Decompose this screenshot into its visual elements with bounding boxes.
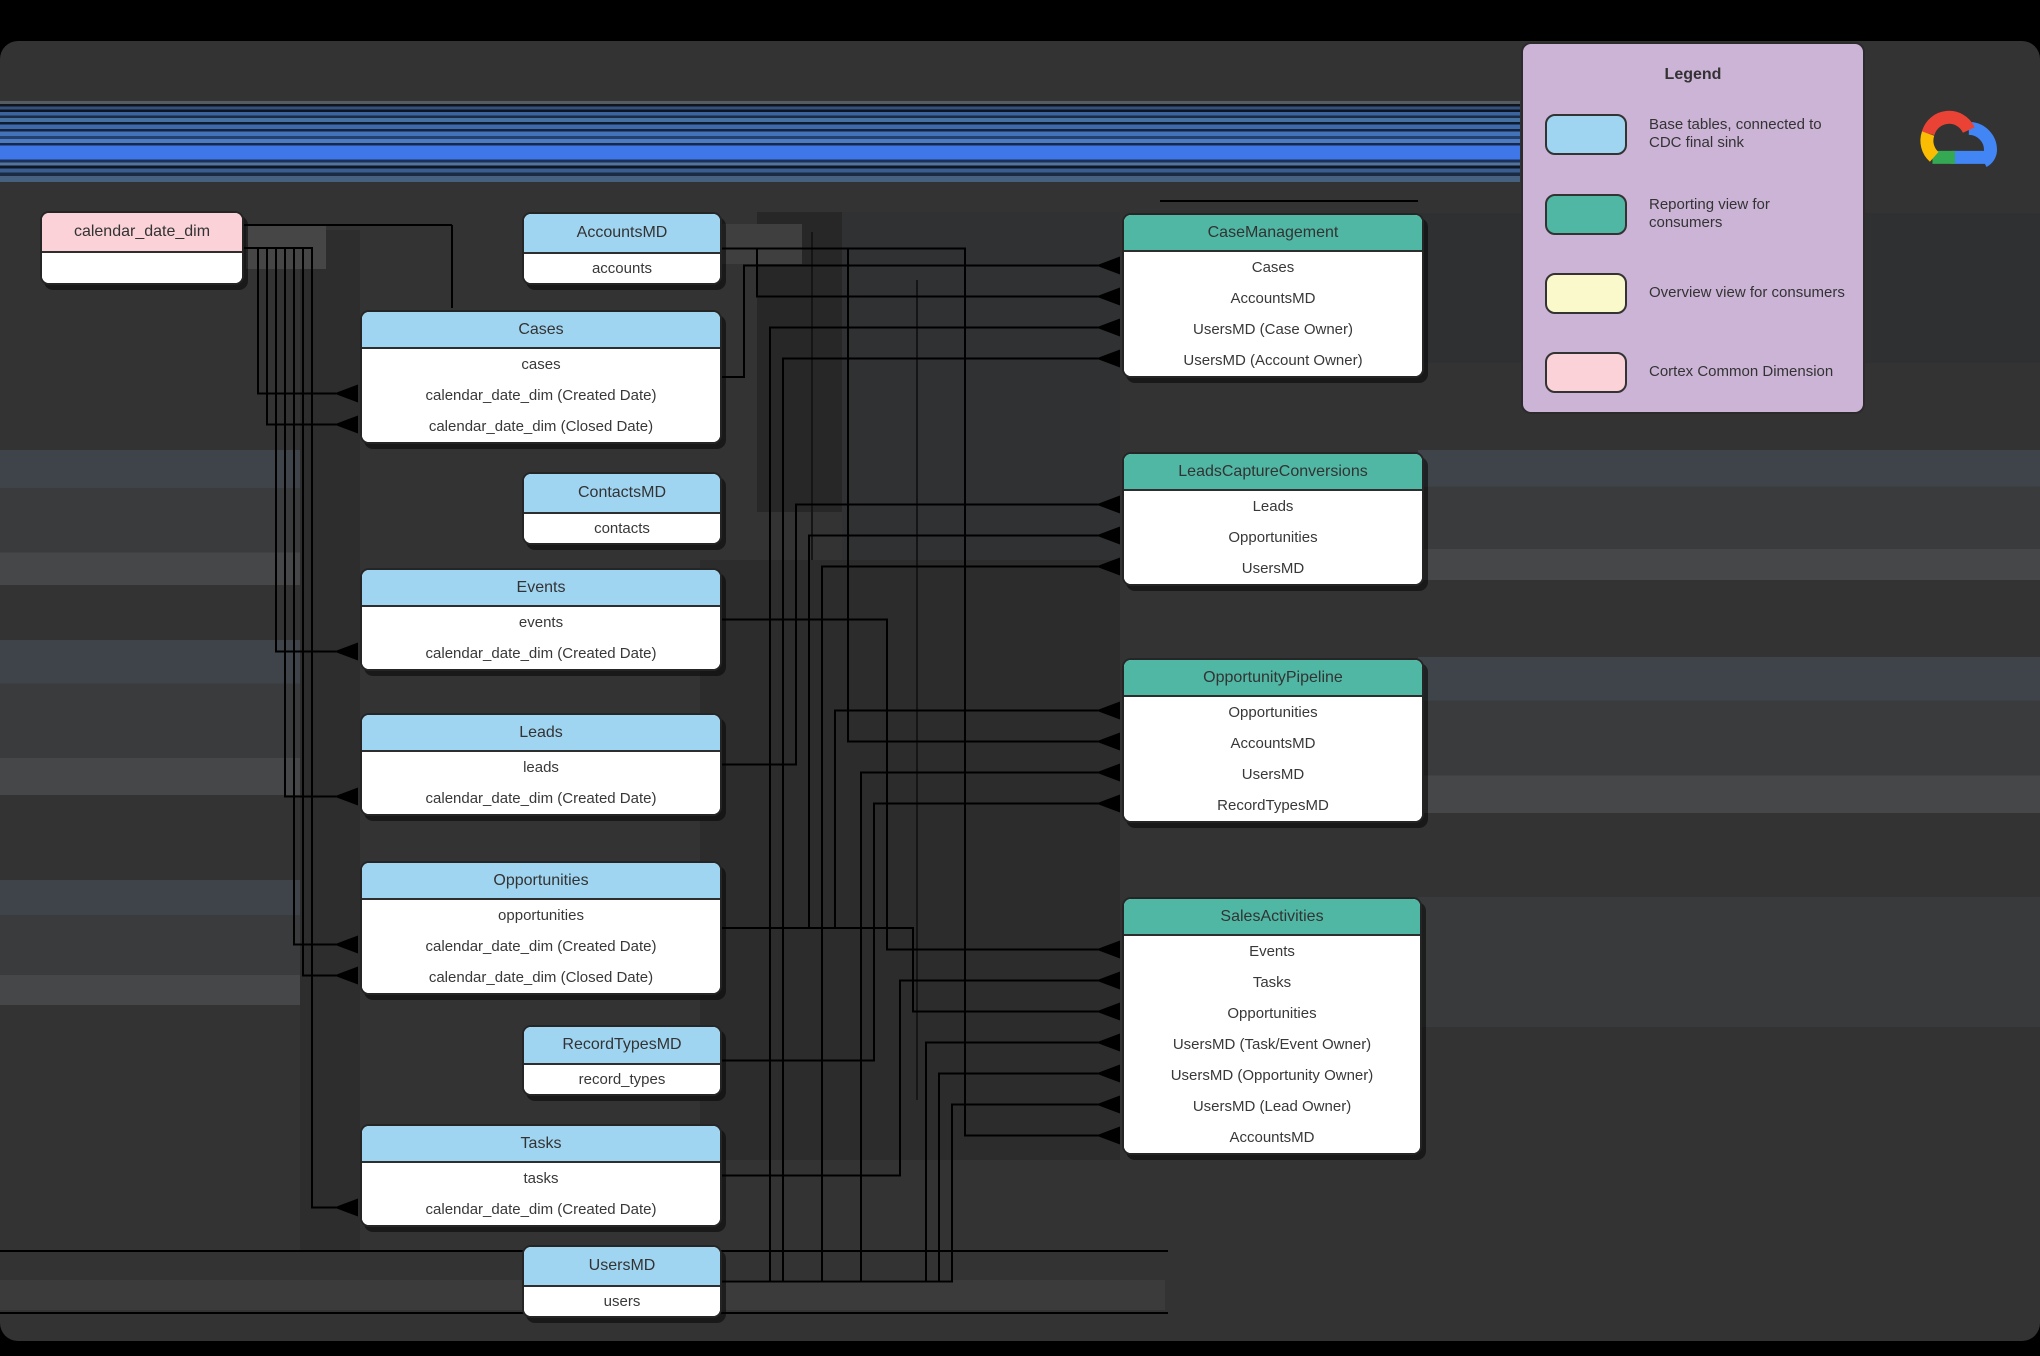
table-row [42,253,242,283]
table-users-md: UsersMD users [522,1245,722,1318]
table-header: CaseManagement [1124,215,1422,252]
table-cases: Cases cases calendar_date_dim (Created D… [360,310,722,444]
table-row: Tasks [1252,974,1292,991]
shade-block [722,224,802,264]
table-header: LeadsCaptureConversions [1124,454,1422,491]
banner-divider [0,101,1520,104]
table-row: UsersMD (Lead Owner) [1192,1098,1352,1115]
table-accounts-md: AccountsMD accounts [522,212,722,285]
table-row: UsersMD [1241,766,1305,783]
table-row: tasks [523,1170,559,1187]
table-row: calendar_date_dim (Created Date) [425,387,657,404]
table-header: calendar_date_dim [42,213,242,253]
table-events: Events events calendar_date_dim (Created… [360,568,722,671]
table-case-management: CaseManagement Cases AccountsMD UsersMD … [1122,213,1424,378]
table-row: record_types [578,1071,666,1088]
table-row: calendar_date_dim (Created Date) [425,645,657,662]
table-row: cases [521,356,561,373]
table-opportunities: Opportunities opportunities calendar_dat… [360,861,722,995]
legend-label: Base tables, connected to CDC final sink [1649,115,1822,151]
table-calendar-date-dim: calendar_date_dim [40,211,244,285]
table-row: calendar_date_dim (Created Date) [425,790,657,807]
table-contacts-md: ContactsMD contacts [522,472,722,545]
table-header: Cases [362,312,720,349]
table-row: contacts [594,520,650,537]
table-record-types-md: RecordTypesMD record_types [522,1025,722,1096]
table-row: Leads [1252,498,1294,515]
legend-item: Base tables, connected to CDC final sink [1545,106,1845,162]
table-row: AccountsMD [1230,735,1316,752]
table-header: Leads [362,715,720,752]
table-row: events [518,614,564,631]
legend-panel: Legend Base tables, connected to CDC fin… [1521,42,1865,414]
table-row: Opportunities [1228,529,1318,546]
table-row: Events [1249,943,1295,960]
table-row: calendar_date_dim (Created Date) [425,1201,657,1218]
table-row: calendar_date_dim (Closed Date) [428,418,654,435]
legend-title: Legend [1664,66,1722,83]
table-row: AccountsMD [1230,290,1316,307]
shade-block [842,212,1120,560]
table-header: AccountsMD [524,214,720,254]
table-header: UsersMD [524,1247,720,1287]
legend-label: Cortex Common Dimension [1649,362,1834,380]
shade-block [1418,897,2040,1027]
table-row: accounts [591,260,653,277]
table-row: users [603,1293,641,1310]
table-header: ContactsMD [524,474,720,514]
common-dimension-swatch [1545,351,1627,393]
table-header: SalesActivities [1124,899,1420,936]
reporting-view-swatch [1545,193,1627,235]
table-row: RecordTypesMD [1217,797,1329,814]
blue-banner-stripes [0,104,1520,182]
legend-label: Reporting view for consumers [1649,195,1770,231]
shade-block [300,230,360,1250]
legend-item: Overview view for consumers [1545,265,1845,321]
table-row: UsersMD [1241,560,1305,577]
base-table-swatch [1545,113,1627,155]
overview-view-swatch [1545,272,1627,314]
table-row: UsersMD (Task/Event Owner) [1172,1036,1372,1053]
table-leads: Leads leads calendar_date_dim (Created D… [360,713,722,816]
table-row: calendar_date_dim (Closed Date) [428,969,654,986]
table-row: UsersMD (Case Owner) [1192,321,1354,338]
table-row: UsersMD (Opportunity Owner) [1170,1067,1374,1084]
table-row: UsersMD (Account Owner) [1183,352,1363,369]
table-row: Opportunities [1227,1005,1317,1022]
ghost-band [0,640,300,795]
table-row: AccountsMD [1229,1129,1315,1146]
table-row: Cases [1251,259,1295,276]
table-row: leads [523,759,559,776]
table-leads-capture-conversions: LeadsCaptureConversions Leads Opportunit… [1122,452,1424,586]
table-header: Tasks [362,1126,720,1163]
ghost-band [0,880,300,1005]
table-header: OpportunityPipeline [1124,660,1422,697]
legend-item: Cortex Common Dimension [1545,344,1845,400]
table-row: opportunities [498,907,584,924]
legend-item: Reporting view for consumers [1545,186,1845,242]
table-row: calendar_date_dim (Created Date) [425,938,657,955]
legend-label: Overview view for consumers [1649,283,1845,301]
table-opportunity-pipeline: OpportunityPipeline Opportunities Accoun… [1122,658,1424,823]
google-cloud-logo [1920,110,1997,168]
table-row: Opportunities [1228,704,1318,721]
ghost-band [1418,450,2040,580]
ghost-band [1418,657,2040,813]
table-tasks: Tasks tasks calendar_date_dim (Created D… [360,1124,722,1227]
ghost-band [0,450,300,585]
table-header: Opportunities [362,863,720,900]
table-header: RecordTypesMD [524,1027,720,1065]
table-sales-activities: SalesActivities Events Tasks Opportuniti… [1122,897,1422,1155]
table-header: Events [362,570,720,607]
